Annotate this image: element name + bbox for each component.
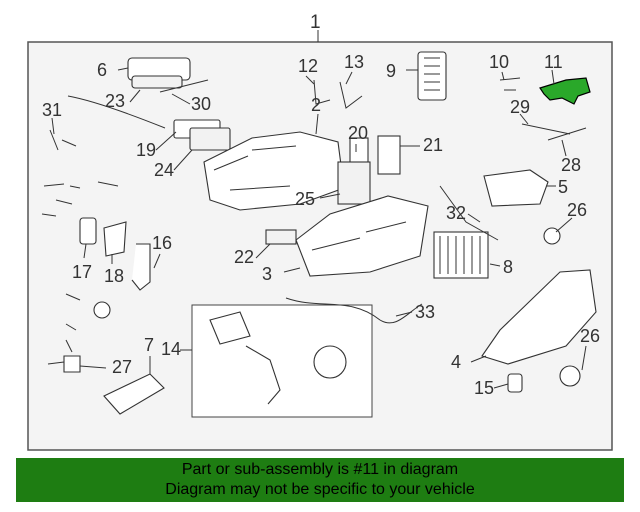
callout-labels: 2 3 4 5 6 7 8 9 10 11 12 13 14 15 16 17 … — [42, 52, 600, 398]
callout-7: 7 — [144, 335, 154, 355]
part-7 — [103, 373, 165, 415]
part-14-blower — [313, 345, 347, 379]
info-banner: Part or sub-assembly is #11 in diagram D… — [16, 458, 624, 502]
left-motor — [93, 301, 111, 319]
part-23-module — [131, 75, 183, 89]
banner-line-1: Part or sub-assembly is #11 in diagram — [181, 461, 459, 478]
part-8 — [433, 231, 489, 279]
callout-30: 30 — [191, 94, 211, 114]
callout-20: 20 — [348, 123, 368, 143]
callout-2: 2 — [311, 95, 321, 115]
part-27 — [47, 355, 81, 373]
part-32 — [439, 185, 499, 241]
part-31-cable — [67, 95, 166, 129]
part-21 — [377, 135, 401, 175]
callout-9: 9 — [386, 61, 396, 81]
callout-17: 17 — [72, 262, 92, 282]
callout-1: 1 — [310, 12, 321, 33]
callout-6: 6 — [97, 60, 107, 80]
part-8-fins — [439, 236, 481, 274]
callout-33: 33 — [415, 302, 435, 322]
part-5 — [483, 169, 549, 207]
part-3 — [295, 195, 429, 277]
callout-28: 28 — [561, 155, 581, 175]
callout-19: 19 — [136, 140, 156, 160]
callout-23: 23 — [105, 91, 125, 111]
part-30-rod — [159, 79, 209, 93]
callout-14: 14 — [161, 339, 181, 359]
part-10 — [499, 77, 521, 91]
part-26-lower — [559, 365, 581, 387]
callout-26-upper: 26 — [567, 200, 587, 220]
part-16 — [131, 243, 151, 291]
part-12-13 — [313, 79, 363, 109]
banner-line-2: Diagram may not be specific to your vehi… — [165, 481, 475, 498]
callout-8: 8 — [503, 257, 513, 277]
part-31-clips — [49, 129, 77, 151]
callout-18: 18 — [104, 266, 124, 286]
callout-25: 25 — [295, 189, 315, 209]
part-9-fins — [424, 57, 440, 91]
part-15 — [507, 373, 523, 393]
part-18 — [103, 221, 127, 257]
part-shapes — [41, 51, 597, 415]
callout-10: 10 — [489, 52, 509, 72]
leader-lines — [51, 67, 587, 389]
callout-3: 3 — [262, 264, 272, 284]
part-24 — [189, 127, 231, 151]
callout-16: 16 — [152, 233, 172, 253]
part-2-detail — [213, 145, 297, 191]
part-9 — [417, 51, 447, 101]
callout-12: 12 — [298, 56, 318, 76]
part-3-detail — [311, 221, 407, 251]
part-28-29 — [521, 123, 587, 141]
callout-21: 21 — [423, 135, 443, 155]
part-14-parts — [209, 311, 281, 405]
part-25 — [337, 161, 371, 205]
callout-27: 27 — [112, 357, 132, 377]
callout-15: 15 — [474, 378, 494, 398]
callout-26-lower: 26 — [580, 326, 600, 346]
callout-4: 4 — [451, 352, 461, 372]
callout-11: 11 — [544, 52, 563, 72]
part-17 — [79, 217, 97, 245]
left-fasteners — [41, 181, 119, 217]
callout-31: 31 — [42, 100, 62, 120]
part-33 — [285, 297, 423, 324]
callout-29: 29 — [510, 97, 530, 117]
part-22 — [265, 229, 297, 245]
parts-diagram: 1 — [27, 12, 613, 451]
callout-32: 32 — [446, 203, 466, 223]
left-small-parts — [65, 293, 81, 353]
callout-13: 13 — [344, 52, 364, 72]
callout-24: 24 — [154, 160, 174, 180]
callout-22: 22 — [234, 247, 254, 267]
callout-5: 5 — [558, 177, 568, 197]
part-4 — [481, 269, 597, 365]
part-11-highlighted — [539, 77, 591, 105]
